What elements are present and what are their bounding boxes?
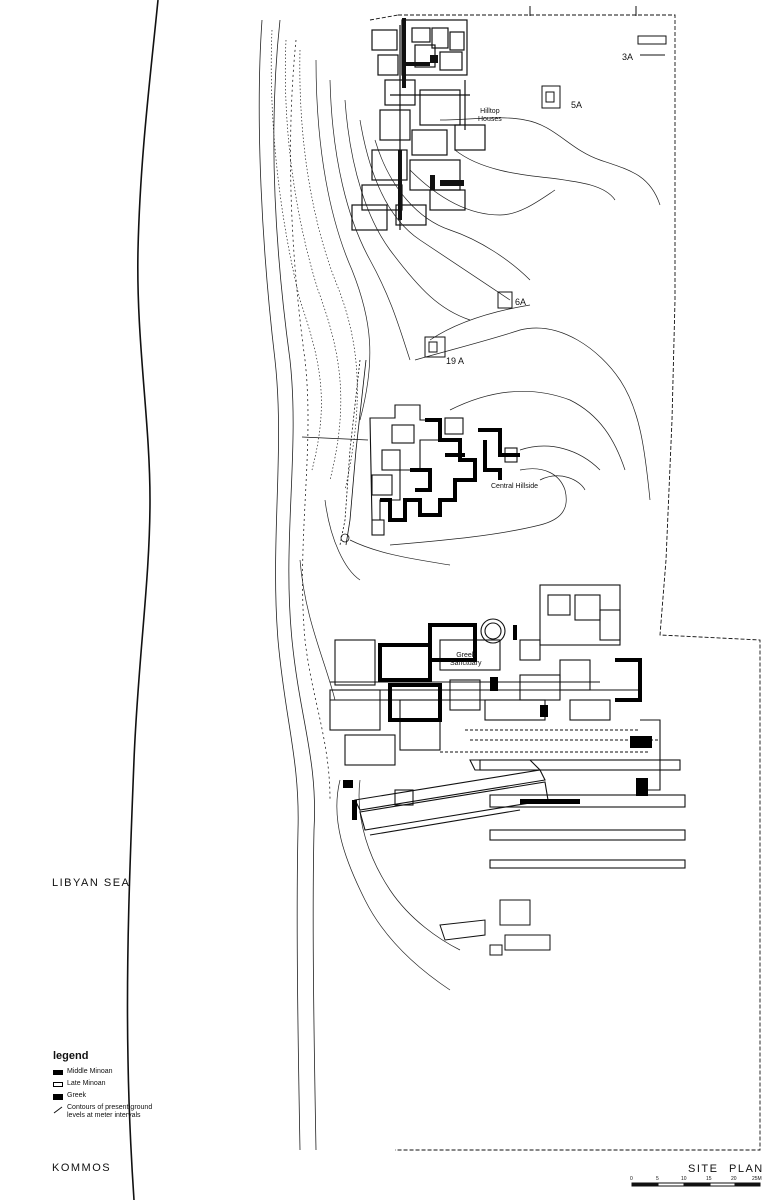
scale-tick: 5 xyxy=(656,1176,659,1182)
area-label-hilltop-houses: Hilltop Houses xyxy=(478,108,502,123)
legend-item-contours: Contours of present ground levels at met… xyxy=(53,1104,152,1120)
scale-tick: 15 xyxy=(706,1176,712,1182)
shore-lines xyxy=(258,19,331,1151)
scale-tick: 0 xyxy=(630,1176,633,1182)
area-label-central-hillside: Central Hillside xyxy=(491,483,539,490)
legend-item-late-minoan: Late Minoan xyxy=(53,1080,106,1088)
contour-lines xyxy=(270,29,661,991)
legend-item-greek: Greek xyxy=(53,1092,86,1100)
hilltop-houses-remains xyxy=(351,19,486,231)
map-title: SITE PLAN xyxy=(688,1163,764,1175)
small-structures xyxy=(424,35,667,358)
legend-heading: legend xyxy=(53,1050,89,1062)
sanctuary-fill-blocks xyxy=(343,677,652,788)
scale-bar-graphic xyxy=(631,1182,761,1187)
excavation-boundary xyxy=(369,14,761,1151)
legend-swatch-heavy xyxy=(53,1094,63,1100)
legend-swatch-solid xyxy=(53,1070,63,1075)
scale-tick: 25M xyxy=(752,1176,762,1182)
legend-item-label: Middle Minoan xyxy=(67,1068,113,1075)
central-hillside-outline xyxy=(369,404,518,536)
southern-dark-walls xyxy=(352,778,648,820)
legend-item-label: Greek xyxy=(67,1092,87,1099)
coastline xyxy=(126,0,159,1200)
site-label-6a: 6A xyxy=(515,297,527,307)
south-structure xyxy=(439,899,551,956)
legend-item-label: Late Minoan xyxy=(67,1080,106,1087)
site-label-5a: 5A xyxy=(571,100,583,110)
hilltop-dark-walls xyxy=(398,18,464,220)
modern-walkway xyxy=(301,359,369,546)
legend-swatch-contour xyxy=(53,1106,63,1114)
scale-tick: 10 xyxy=(681,1176,687,1182)
site-label-3a: 3A xyxy=(622,52,634,62)
southern-long-buildings xyxy=(354,719,686,869)
north-markers xyxy=(529,6,637,16)
scale-tick: 20 xyxy=(731,1176,737,1182)
area-label-greek-sanctuary: Greek Sanctuary xyxy=(450,652,482,667)
legend-swatch-outline xyxy=(53,1082,63,1087)
sea-label: LIBYAN SEA xyxy=(52,877,131,889)
legend-item-label: Contours of present ground levels at met… xyxy=(67,1104,153,1119)
site-name-label: KOMMOS xyxy=(52,1162,112,1174)
greek-sanctuary-outline xyxy=(329,584,660,771)
legend-item-middle-minoan: Middle Minoan xyxy=(53,1068,113,1076)
greek-sanctuary-dark-walls xyxy=(378,623,642,722)
site-label-19a: 19 A xyxy=(446,356,465,366)
central-hillside-dark-walls xyxy=(380,418,520,522)
